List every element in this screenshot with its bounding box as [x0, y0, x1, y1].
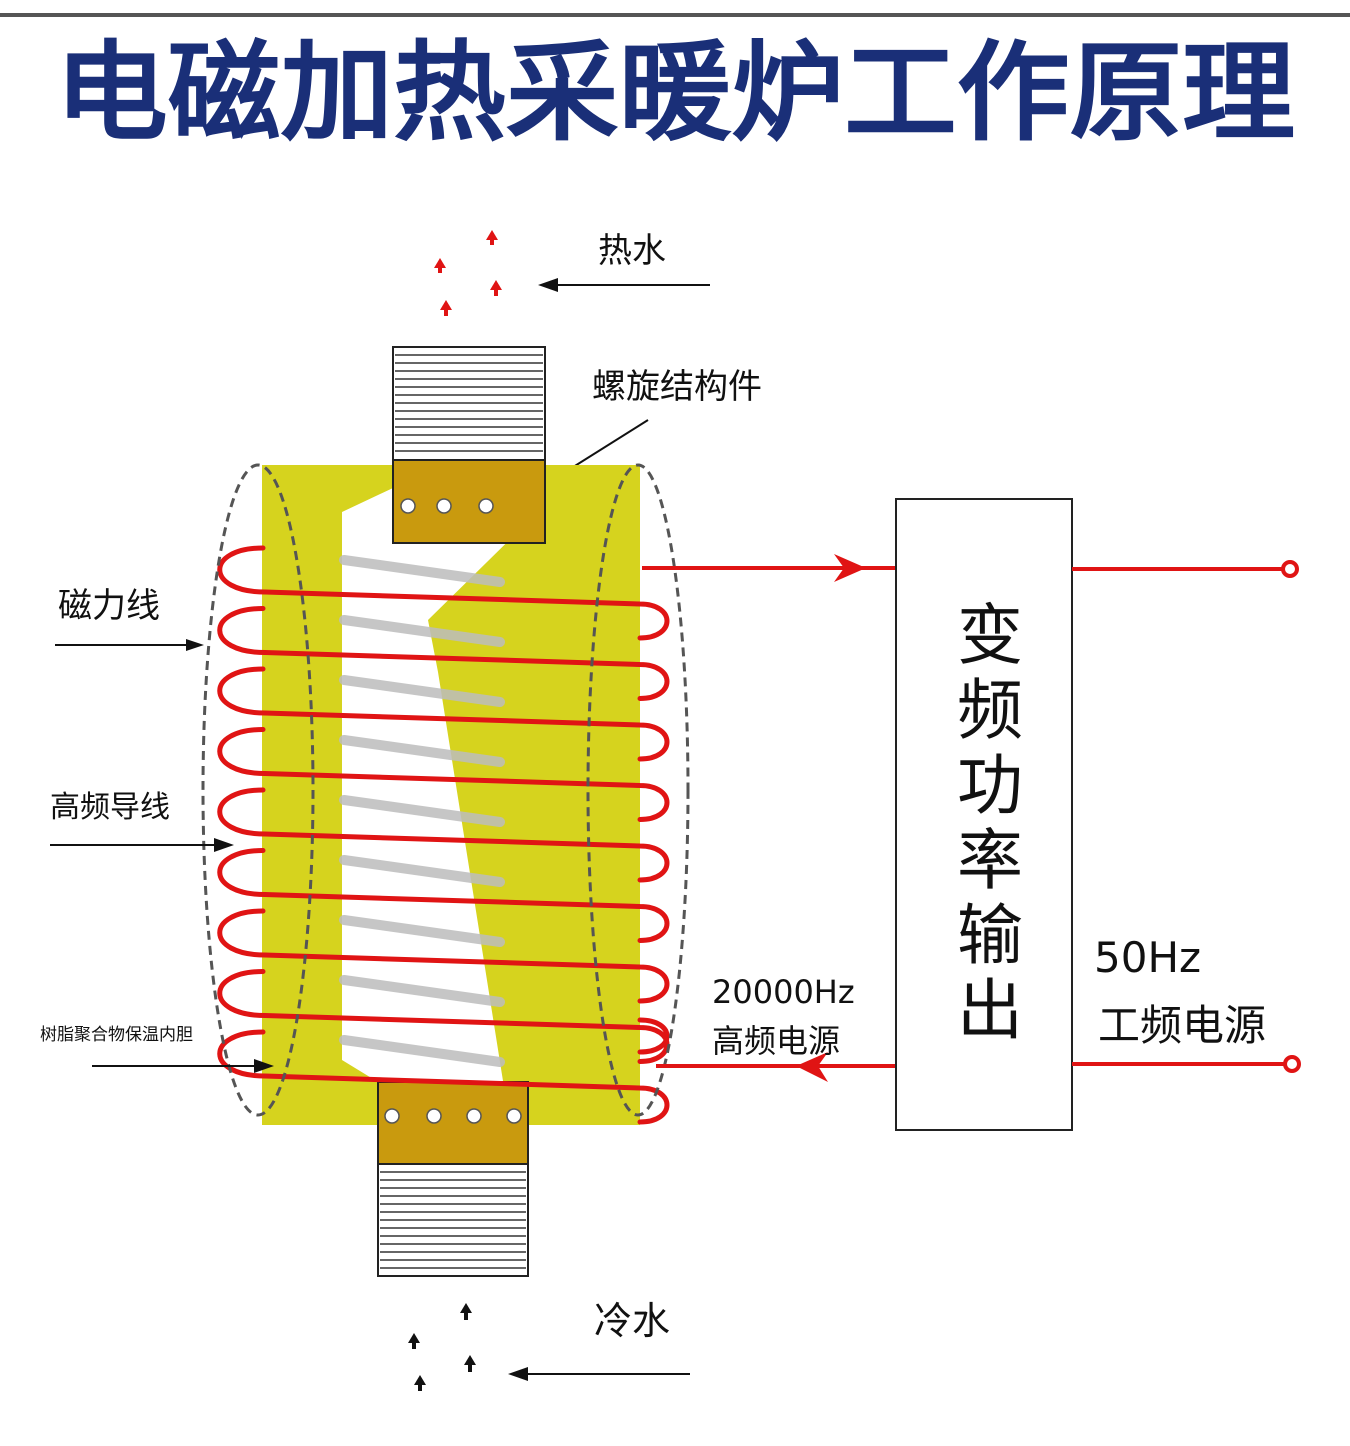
bottom-radiator-fins [377, 1163, 529, 1277]
hf-wire-top-arrow [834, 554, 866, 582]
liner-body [262, 465, 393, 1125]
hot-water-arrows [434, 230, 502, 316]
coil-turn [217, 1029, 670, 1125]
cold-water-label: 冷水 [594, 1299, 670, 1343]
channel-stripe [339, 735, 505, 767]
induction-coil [217, 545, 670, 1125]
top-collar [392, 459, 546, 544]
channel-stripe [339, 855, 505, 887]
magnetic-field-right [586, 463, 690, 1117]
coil-turn [217, 908, 670, 1004]
cold-arrow-3-shaft [468, 1364, 472, 1372]
hot-arrow-2-shaft [438, 267, 442, 273]
channel-stripe [339, 615, 505, 647]
cold-water-pointer [508, 1367, 690, 1381]
channel-stripe [339, 675, 505, 707]
inverter-char-2: 频 [957, 672, 1023, 749]
top-radiator-fins [392, 346, 546, 461]
cold-arrow-1-shaft [464, 1312, 468, 1320]
page-title: 电磁加热采暖炉工作原理 [55, 31, 1295, 156]
hf-source-label: 高频电源 [712, 1022, 840, 1060]
inverter-char-3: 功 [957, 747, 1023, 824]
hf-wire-label: 高频导线 [50, 790, 170, 825]
cold-water-arrows [408, 1303, 476, 1391]
inverter-char-6: 出 [957, 972, 1023, 1049]
coil-turn [217, 545, 670, 641]
coil-turn [217, 606, 670, 701]
mains-source-label: 工频电源 [1098, 1001, 1266, 1050]
hot-arrow-3 [490, 280, 502, 290]
mains-terminal-top [1281, 560, 1299, 578]
inverter-box [895, 498, 1073, 1131]
inverter-char-5: 输 [957, 897, 1023, 974]
inner-channel [339, 555, 505, 1067]
channel-stripe [339, 915, 505, 947]
mains-wire-bottom [1072, 1055, 1301, 1073]
hot-water-pointer [538, 278, 710, 292]
spiral-part-label: 螺旋结构件 [592, 367, 762, 407]
cold-arrow-2 [408, 1333, 420, 1343]
coil-end [637, 1017, 670, 1055]
coil-turn [217, 848, 670, 943]
channel-stripe [339, 975, 505, 1007]
hf-wire-top [642, 554, 896, 582]
mains-terminal-bottom [1283, 1055, 1301, 1073]
inverter-char-4: 率 [957, 822, 1023, 899]
liner-pointer [92, 1059, 274, 1073]
hot-arrow-3-shaft [494, 289, 498, 296]
coil-turn [217, 787, 670, 883]
hf-frequency-label: 20000Hz [712, 973, 855, 1011]
cold-arrow-4 [414, 1375, 426, 1385]
hot-arrow-1-shaft [490, 239, 494, 245]
hf-wire-bottom [656, 1052, 896, 1082]
coil-turn [217, 969, 670, 1064]
cold-arrow-1 [460, 1303, 472, 1313]
cold-arrow-4-shaft [418, 1384, 422, 1391]
channel-stripe [339, 795, 505, 827]
liner-body-right [428, 465, 640, 1125]
hot-water-label: 热水 [598, 231, 666, 271]
hf-wire-pointer [50, 838, 234, 852]
cold-arrow-2-shaft [412, 1342, 416, 1349]
cold-arrow-3 [464, 1355, 476, 1365]
hot-arrow-2 [434, 258, 446, 268]
coil-turn [217, 727, 670, 822]
mains-frequency-label: 50Hz [1094, 933, 1201, 982]
coil-turn [217, 666, 670, 762]
inverter-char-1: 变 [957, 597, 1023, 674]
mains-wire-top [1072, 560, 1299, 578]
magnetic-lines-label: 磁力线 [58, 586, 160, 626]
liner-label: 树脂聚合物保温内胆 [40, 1025, 193, 1045]
channel-stripe [339, 555, 505, 587]
channel-stripe [339, 1035, 505, 1067]
bottom-collar [377, 1081, 529, 1165]
hot-arrow-4 [440, 300, 452, 310]
hot-arrow-4-shaft [444, 309, 448, 316]
hf-wire-bottom-arrow [796, 1052, 828, 1082]
hot-arrow-1 [486, 230, 498, 240]
inverter-label: 变 频 功 率 输 出 [957, 597, 1023, 1049]
magnetic-lines-pointer [55, 639, 204, 651]
magnetic-field-left [201, 463, 315, 1117]
